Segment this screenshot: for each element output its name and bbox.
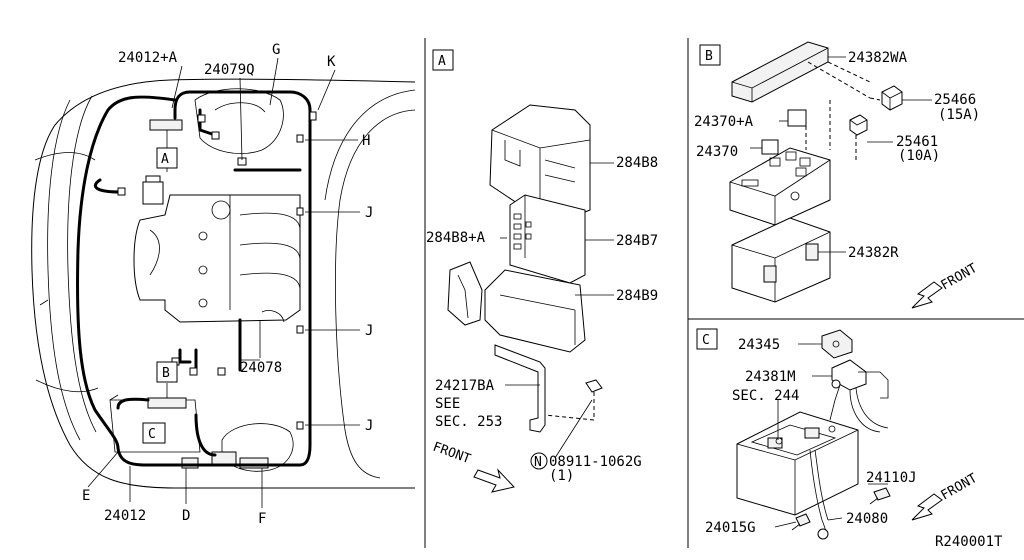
label-d: D bbox=[182, 508, 190, 524]
label-24217ba: 24217BA bbox=[435, 378, 495, 394]
engine-block bbox=[133, 194, 301, 323]
front-arrow-a: FRONT bbox=[431, 440, 515, 493]
label-g: G bbox=[272, 42, 280, 58]
label-25461: 25461 bbox=[896, 134, 938, 150]
label-k: K bbox=[327, 54, 336, 70]
label-j-1: J bbox=[365, 205, 373, 221]
label-24345: 24345 bbox=[738, 337, 780, 353]
label-j-3: J bbox=[365, 418, 373, 434]
nut-circle-label: N bbox=[534, 455, 542, 470]
label-24370-a: 24370+A bbox=[694, 114, 754, 130]
label-24078: 24078 bbox=[240, 360, 282, 376]
fuse-tray bbox=[484, 269, 586, 353]
diagram-code: R240001T bbox=[935, 534, 1003, 550]
label-08911-1062g: 08911-1062G bbox=[549, 454, 642, 470]
label-24012-a: 24012+A bbox=[118, 50, 178, 66]
battery bbox=[736, 411, 859, 516]
front-label-a: FRONT bbox=[431, 440, 473, 468]
label-e: E bbox=[82, 488, 90, 504]
label-24382r: 24382R bbox=[848, 245, 899, 261]
label-24110j: 24110J bbox=[866, 470, 917, 486]
label-284b8: 284B8 bbox=[616, 155, 658, 171]
panel-a: A 284B bbox=[426, 49, 658, 493]
callout-box-a: A bbox=[156, 147, 178, 169]
label-24381m: 24381M bbox=[745, 369, 796, 385]
label-24015g: 24015G bbox=[705, 520, 756, 536]
label-sec-244: SEC. 244 bbox=[732, 388, 799, 404]
relay-box bbox=[729, 147, 831, 226]
wiring-harness bbox=[76, 95, 177, 450]
engine-bay-view bbox=[31, 57, 416, 508]
front-label-b: FRONT bbox=[939, 261, 981, 294]
relay-box-cover bbox=[731, 41, 829, 103]
label-25466: 25466 bbox=[934, 92, 976, 108]
label-284b9: 284B9 bbox=[616, 288, 658, 304]
car-body-outline bbox=[31, 78, 416, 489]
label-sec-253: SEC. 253 bbox=[435, 414, 502, 430]
label-qty: (1) bbox=[549, 468, 574, 484]
mounting-bracket bbox=[494, 344, 546, 433]
panel-a-tag: A bbox=[438, 54, 446, 69]
panel-b: B bbox=[694, 41, 981, 309]
panel-b-tag: B bbox=[705, 49, 713, 64]
callout-b-label: B bbox=[162, 366, 170, 381]
label-24012: 24012 bbox=[104, 508, 146, 524]
label-284b8-a: 284B8+A bbox=[426, 230, 486, 246]
label-284b7: 284B7 bbox=[616, 233, 658, 249]
panel-c: C bbox=[696, 328, 981, 540]
label-25461-rating: (10A) bbox=[898, 148, 940, 164]
label-f: F bbox=[258, 511, 266, 527]
panel-c-tag: C bbox=[702, 333, 710, 348]
callout-a-label: A bbox=[161, 152, 169, 167]
label-see: SEE bbox=[435, 396, 460, 412]
label-24370: 24370 bbox=[696, 144, 738, 160]
label-24382wa: 24382WA bbox=[848, 50, 908, 66]
label-j-2: J bbox=[365, 323, 373, 339]
front-arrow-c: FRONT bbox=[911, 471, 981, 521]
label-25466-rating: (15A) bbox=[938, 107, 980, 123]
callout-box-b: B bbox=[156, 361, 178, 383]
panel-dividers bbox=[424, 38, 1024, 548]
label-24079q: 24079Q bbox=[204, 62, 255, 78]
label-24080: 24080 bbox=[846, 511, 888, 527]
callout-box-c: C bbox=[142, 422, 166, 444]
label-h: H bbox=[362, 133, 370, 149]
front-arrow-b: FRONT bbox=[911, 261, 981, 309]
front-label-c: FRONT bbox=[939, 471, 981, 504]
callout-c-label: C bbox=[148, 427, 156, 442]
relay-box-base bbox=[731, 217, 831, 303]
